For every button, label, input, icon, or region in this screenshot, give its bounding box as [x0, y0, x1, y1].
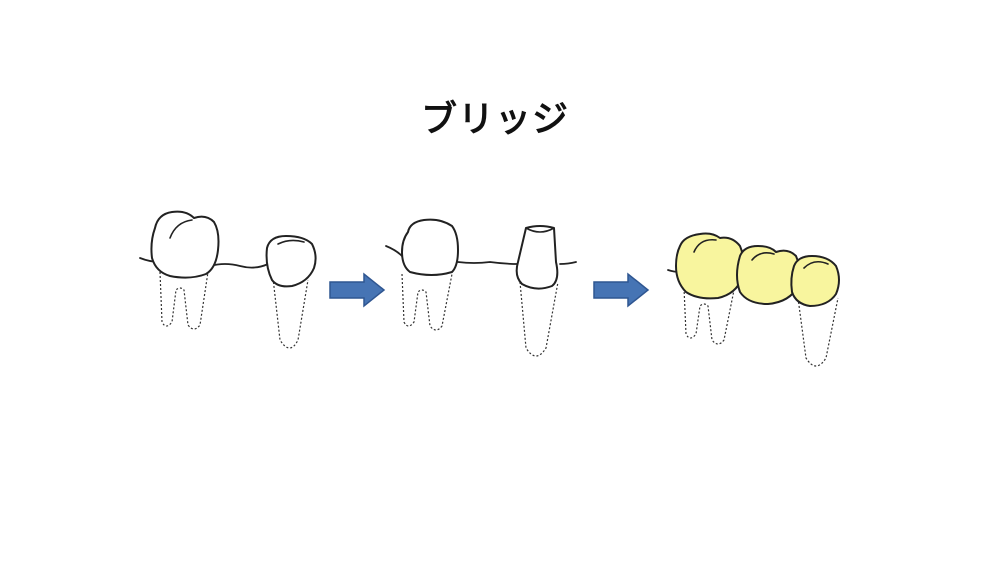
gum-line-2	[385, 245, 577, 265]
page-title: ブリッジ	[420, 99, 569, 140]
premolar-1-cusp	[277, 239, 305, 245]
molar-1	[150, 210, 220, 279]
premolar-1	[265, 235, 317, 288]
stage-prepared-abutments	[385, 218, 577, 357]
bridge-crown-2-cusp	[751, 252, 775, 261]
molar-root-2	[401, 273, 453, 331]
premolar-root-1	[272, 277, 309, 349]
stage-bridge-crowns	[667, 232, 840, 367]
arrow-2	[593, 272, 650, 308]
stage-natural-teeth	[139, 210, 317, 349]
bridge-crown-3	[790, 255, 840, 307]
molar-1-cusp	[169, 219, 193, 239]
arrow-1	[329, 272, 386, 308]
molar-root-3	[683, 287, 735, 345]
bridge-crown-1-cusp	[693, 238, 717, 253]
premolar-2-margin	[525, 227, 555, 233]
molar-root-1	[159, 271, 209, 330]
bridge-crown-2	[736, 245, 801, 305]
premolar-root-3	[797, 297, 839, 367]
bridge-crown-1	[675, 232, 745, 300]
bridge-crown-3-cusp	[803, 260, 829, 269]
molar-2	[401, 218, 459, 276]
right-arrow-icon	[593, 272, 650, 308]
premolar-root-2	[519, 281, 559, 357]
premolar-2	[515, 225, 559, 290]
right-arrow-icon	[329, 272, 386, 308]
